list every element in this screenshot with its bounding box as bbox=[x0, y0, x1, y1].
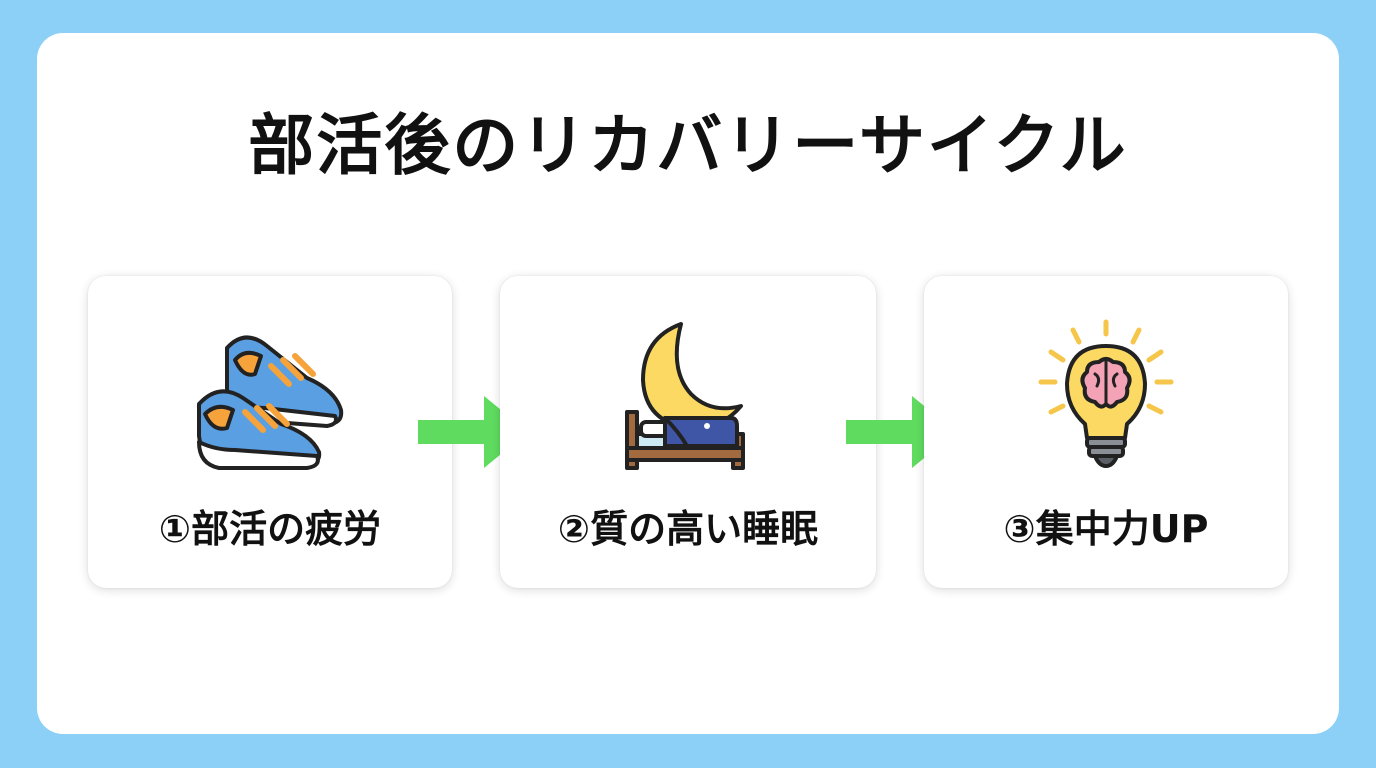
step-card-fatigue: ①部活の疲労 bbox=[88, 276, 452, 588]
step-card-focus: ③集中力UP bbox=[924, 276, 1288, 588]
sneakers-icon bbox=[197, 335, 344, 470]
step-card-sleep: ②質の高い睡眠 bbox=[500, 276, 876, 588]
page-title: 部活後のリカバリーサイクル bbox=[248, 107, 1128, 184]
moon-bed-icon bbox=[625, 322, 745, 470]
step-label: ③集中力UP bbox=[1003, 507, 1209, 551]
step-label: ②質の高い睡眠 bbox=[557, 507, 819, 551]
step-label: ①部活の疲労 bbox=[158, 507, 382, 551]
brain-lightbulb-icon bbox=[1038, 319, 1174, 468]
